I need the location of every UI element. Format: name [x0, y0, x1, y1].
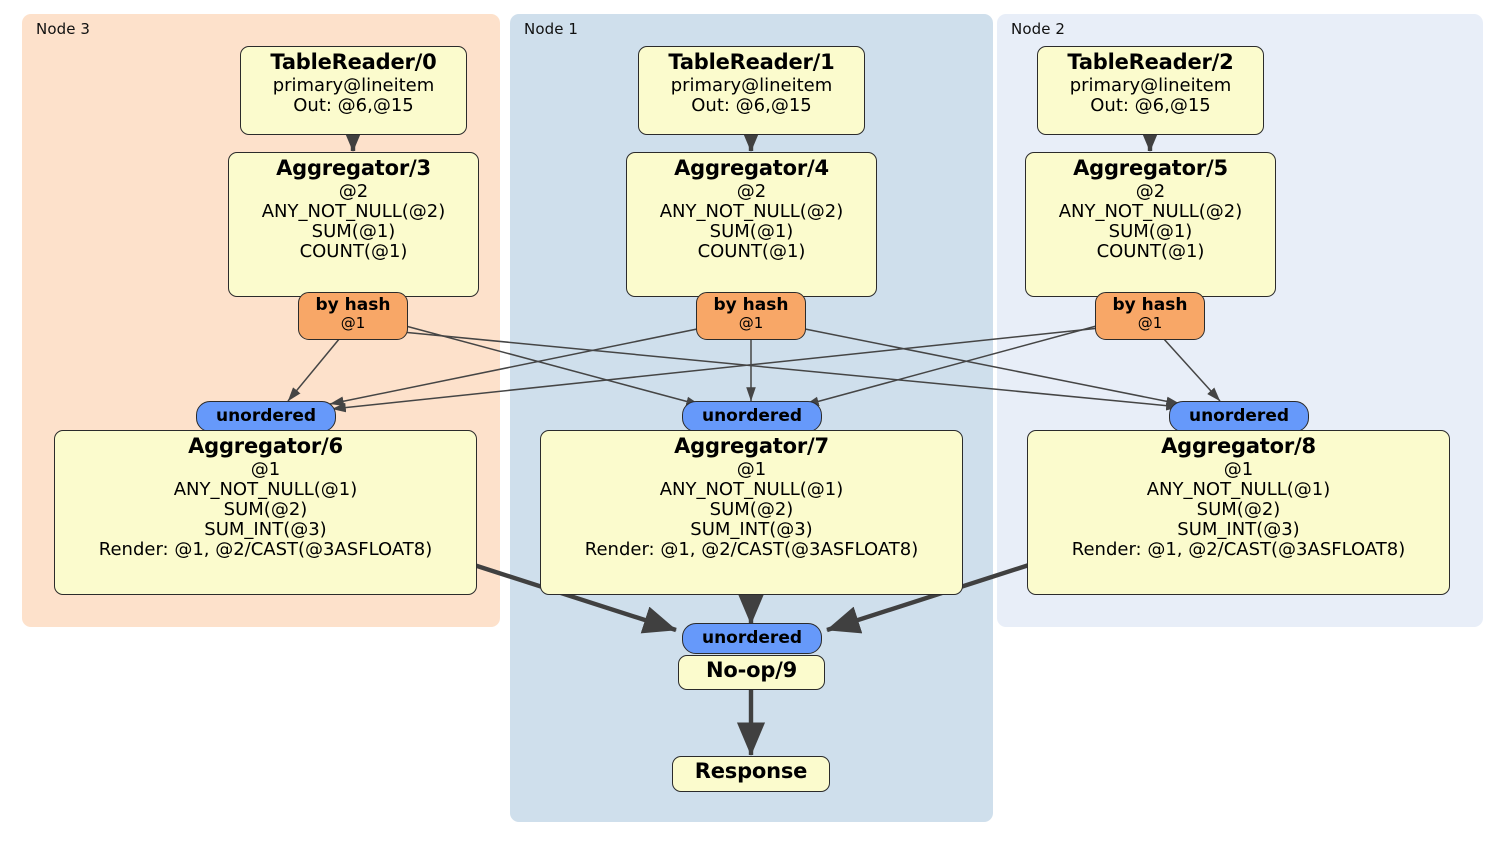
processor-title: Aggregator/8	[1161, 434, 1316, 458]
processor-title: TableReader/1	[668, 50, 835, 74]
processor-detail: Out: @6,@15	[691, 94, 812, 116]
synchronizer-title: unordered	[215, 406, 317, 427]
processor-detail: SUM(@2)	[709, 498, 794, 520]
processor-detail: COUNT(@1)	[299, 240, 408, 262]
processor-aggregator-8[interactable]: Aggregator/8 @1 ANY_NOT_NULL(@1) SUM(@2)…	[1027, 430, 1450, 595]
synchronizer-unordered-aggregator-7[interactable]: unordered	[682, 401, 822, 432]
router-title: by hash	[713, 295, 789, 315]
synchronizer-title: unordered	[701, 628, 803, 649]
processor-detail: ANY_NOT_NULL(@1)	[659, 478, 844, 500]
synchronizer-title: unordered	[1188, 406, 1290, 427]
router-title: by hash	[315, 295, 391, 315]
processor-detail: @1	[736, 458, 767, 480]
processor-aggregator-7[interactable]: Aggregator/7 @1 ANY_NOT_NULL(@1) SUM(@2)…	[540, 430, 963, 595]
processor-detail: SUM(@1)	[1108, 220, 1193, 242]
processor-aggregator-4[interactable]: Aggregator/4 @2 ANY_NOT_NULL(@2) SUM(@1)…	[626, 152, 877, 297]
processor-detail: Render: @1, @2/CAST(@3ASFLOAT8)	[98, 539, 433, 561]
processor-response[interactable]: Response	[672, 756, 830, 792]
processor-tablereader-1[interactable]: TableReader/1 primary@lineitem Out: @6,@…	[638, 46, 865, 135]
synchronizer-title: unordered	[701, 406, 803, 427]
processor-detail: Out: @6,@15	[1090, 94, 1211, 116]
router-by-hash-aggregator-4[interactable]: by hash @1	[696, 292, 806, 340]
router-title: by hash	[1112, 295, 1188, 315]
processor-tablereader-0[interactable]: TableReader/0 primary@lineitem Out: @6,@…	[240, 46, 467, 135]
processor-detail: SUM(@2)	[223, 498, 308, 520]
processor-title: Aggregator/3	[276, 156, 431, 180]
processor-detail: ANY_NOT_NULL(@2)	[261, 200, 446, 222]
processor-detail: SUM(@1)	[709, 220, 794, 242]
processor-detail: SUM_INT(@3)	[204, 518, 327, 540]
processor-detail: Render: @1, @2/CAST(@3ASFLOAT8)	[584, 539, 919, 561]
router-detail: @1	[738, 313, 764, 332]
processor-detail: SUM(@2)	[1196, 498, 1281, 520]
processor-title: Aggregator/7	[674, 434, 829, 458]
processor-noop-9[interactable]: No-op/9	[678, 655, 825, 690]
processor-detail: primary@lineitem	[1069, 74, 1232, 96]
processor-title: Response	[694, 759, 808, 783]
processor-detail: Render: @1, @2/CAST(@3ASFLOAT8)	[1071, 539, 1406, 561]
router-detail: @1	[340, 313, 366, 332]
processor-detail: primary@lineitem	[272, 74, 435, 96]
processor-detail: ANY_NOT_NULL(@2)	[1058, 200, 1243, 222]
processor-title: Aggregator/6	[188, 434, 343, 458]
processor-detail: Out: @6,@15	[293, 94, 414, 116]
processor-detail: SUM_INT(@3)	[1177, 518, 1300, 540]
router-by-hash-aggregator-5[interactable]: by hash @1	[1095, 292, 1205, 340]
router-by-hash-aggregator-3[interactable]: by hash @1	[298, 292, 408, 340]
processor-title: Aggregator/5	[1073, 156, 1228, 180]
panel-label-node-2: Node 2	[1011, 20, 1066, 38]
panel-label-node-3: Node 3	[36, 20, 91, 38]
processor-detail: SUM_INT(@3)	[690, 518, 813, 540]
processor-detail: ANY_NOT_NULL(@1)	[1146, 478, 1331, 500]
processor-detail: ANY_NOT_NULL(@2)	[659, 200, 844, 222]
synchronizer-unordered-aggregator-8[interactable]: unordered	[1169, 401, 1309, 432]
processor-aggregator-6[interactable]: Aggregator/6 @1 ANY_NOT_NULL(@1) SUM(@2)…	[54, 430, 477, 595]
processor-detail: COUNT(@1)	[1096, 240, 1205, 262]
processor-title: Aggregator/4	[674, 156, 829, 180]
synchronizer-unordered-noop-9[interactable]: unordered	[682, 623, 822, 654]
synchronizer-unordered-aggregator-6[interactable]: unordered	[196, 401, 336, 432]
processor-aggregator-3[interactable]: Aggregator/3 @2 ANY_NOT_NULL(@2) SUM(@1)…	[228, 152, 479, 297]
router-detail: @1	[1137, 313, 1163, 332]
processor-detail: @1	[250, 458, 281, 480]
processor-detail: @1	[1223, 458, 1254, 480]
processor-detail: @2	[338, 180, 369, 202]
processor-detail: SUM(@1)	[311, 220, 396, 242]
processor-detail: @2	[736, 180, 767, 202]
processor-detail: COUNT(@1)	[697, 240, 806, 262]
processor-title: TableReader/0	[270, 50, 437, 74]
processor-title: No-op/9	[705, 658, 798, 682]
processor-title: TableReader/2	[1067, 50, 1234, 74]
processor-detail: primary@lineitem	[670, 74, 833, 96]
processor-detail: ANY_NOT_NULL(@1)	[173, 478, 358, 500]
processor-tablereader-2[interactable]: TableReader/2 primary@lineitem Out: @6,@…	[1037, 46, 1264, 135]
processor-aggregator-5[interactable]: Aggregator/5 @2 ANY_NOT_NULL(@2) SUM(@1)…	[1025, 152, 1276, 297]
processor-detail: @2	[1135, 180, 1166, 202]
panel-label-node-1: Node 1	[524, 20, 579, 38]
